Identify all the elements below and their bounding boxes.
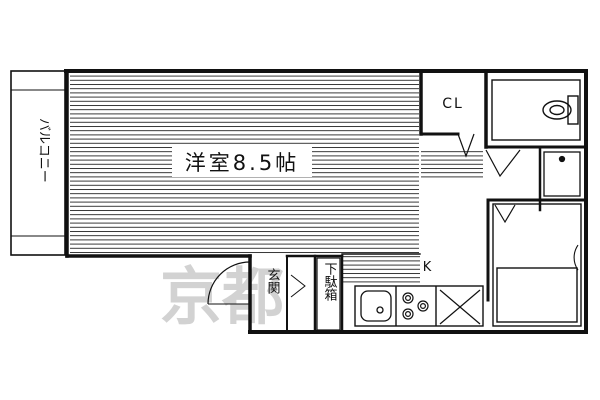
kitchen-floor [342, 254, 420, 284]
shoe-box [316, 257, 341, 331]
kitchen-counter [354, 285, 484, 327]
sink-icon [360, 290, 392, 322]
fridge-space-icon [439, 289, 481, 325]
closet-label: CL [442, 96, 464, 112]
western-room-label: 洋室8.5帖 [185, 151, 299, 175]
entrance-door-icon [207, 261, 251, 330]
entrance-label: 玄関 [265, 268, 281, 295]
stove-icon [402, 292, 429, 320]
hall-door-icon [485, 149, 521, 178]
balcony-label: バルコニー [36, 118, 51, 183]
kitchen-label: K [423, 260, 432, 275]
closet-door-icon [457, 133, 475, 158]
entrance-swing-icon [290, 274, 306, 298]
room-label-backdrop [172, 145, 312, 177]
balcony [10, 70, 66, 256]
toilet-icon [491, 79, 581, 141]
bathtub-icon [492, 203, 582, 327]
shoe-box-label: 下駄箱 [322, 262, 338, 301]
hall-floor [421, 150, 483, 178]
washbasin-icon [543, 151, 581, 197]
